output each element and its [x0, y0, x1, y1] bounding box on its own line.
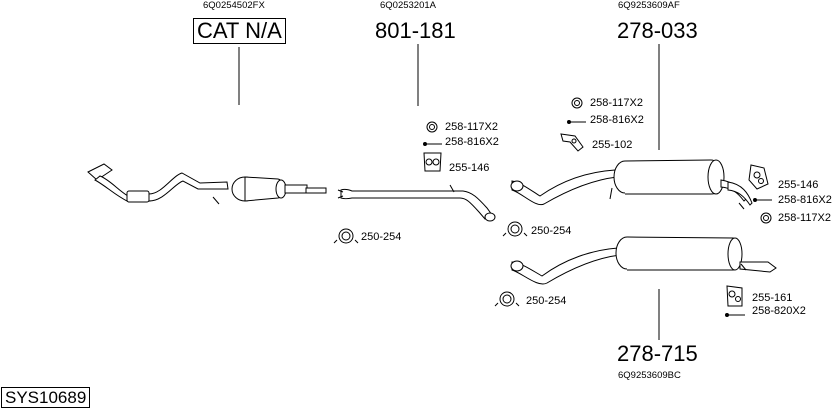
clamp-icon-lower: [494, 291, 520, 307]
hanger-icon-front: [423, 152, 442, 172]
catalytic-converter-drawing: [87, 163, 327, 205]
front-part-number: 801-181: [375, 18, 456, 43]
front-clamp-label: 250-254: [361, 231, 402, 243]
rear-bottom-silencer-drawing: [510, 236, 777, 285]
front-ring-label: 258-117X2: [445, 121, 499, 133]
cat-part-number: CAT N/A: [193, 18, 286, 44]
bolt-icon-rear-top: [567, 120, 586, 124]
rear-bottom-part-number: 278-715: [617, 341, 698, 366]
bolt-icon-rear-top-2: [753, 198, 772, 202]
rear-top-silencer-drawing: [510, 159, 753, 210]
rear-bottom-bolt-label: 258-820X2: [752, 305, 806, 317]
rear-top-hanger-label: 255-146: [778, 179, 819, 191]
rear-top-ring-label: 258-117X2: [590, 97, 644, 109]
rear-top-bolt-label: 258-816X2: [590, 114, 644, 126]
clamp-icon-front: [333, 228, 359, 244]
ring-icon-rear-top-2: [760, 212, 772, 224]
hanger-icon-rear-bottom: [726, 285, 743, 307]
rear-top-oem-number: 6Q9253609AF: [618, 0, 680, 11]
front-hanger-label: 255-146: [449, 162, 490, 174]
cat-oem-number: 6Q0254502FX: [203, 0, 265, 11]
ring-icon-front: [426, 121, 438, 133]
ring-icon-rear-top: [571, 97, 583, 109]
bolt-icon-rear-bottom: [725, 313, 745, 317]
mid-clamp-label: 250-254: [531, 225, 572, 237]
front-bolt-label: 258-816X2: [445, 136, 499, 148]
rear-bottom-oem-number: 6Q9253609BC: [618, 370, 681, 381]
rear-top-part-number: 278-033: [617, 18, 698, 43]
bolt-icon-front: [423, 142, 442, 146]
rear-top-bracket-label: 255-102: [592, 139, 633, 151]
rear-top-ring2-label: 258-117X2: [778, 212, 832, 224]
bracket-icon-rear-top: [560, 133, 584, 152]
clamp-icon-mid: [502, 221, 528, 237]
rear-bottom-hanger-label: 255-161: [752, 292, 793, 304]
hanger-icon-rear-top: [748, 164, 769, 190]
front-pipe-drawing: [337, 184, 496, 222]
front-oem-number: 6Q0253201A: [380, 0, 436, 11]
lower-clamp-label: 250-254: [526, 295, 567, 307]
rear-top-bolt2-label: 258-816X2: [778, 194, 832, 206]
system-code-box: SYS10689: [1, 387, 91, 408]
